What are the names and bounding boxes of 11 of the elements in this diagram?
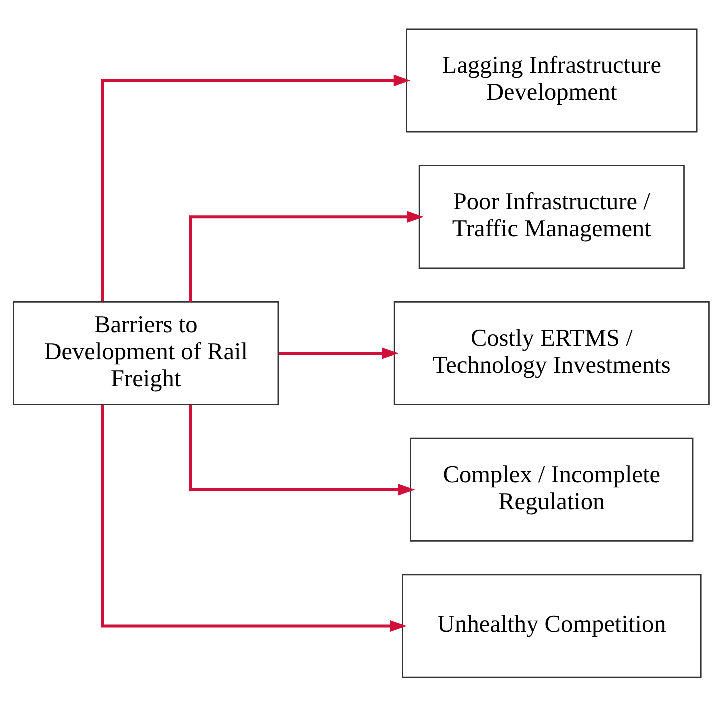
arrow	[278, 348, 399, 360]
arrow	[101, 74, 411, 302]
node-box: Lagging Infrastructure Development	[406, 28, 698, 133]
node-box: Poor Infrastructure / Traffic Management	[418, 165, 685, 270]
node-box: Unhealthy Competition	[402, 574, 702, 678]
node-box: Complex / Incomplete Regulation	[410, 438, 694, 542]
node-box: Barriers to Development of Rail Freight	[13, 302, 280, 406]
arrow	[189, 211, 424, 302]
arrow	[101, 405, 407, 632]
node-box: Costly ERTMS / Technology Investments	[394, 302, 710, 406]
arrow	[189, 405, 416, 496]
